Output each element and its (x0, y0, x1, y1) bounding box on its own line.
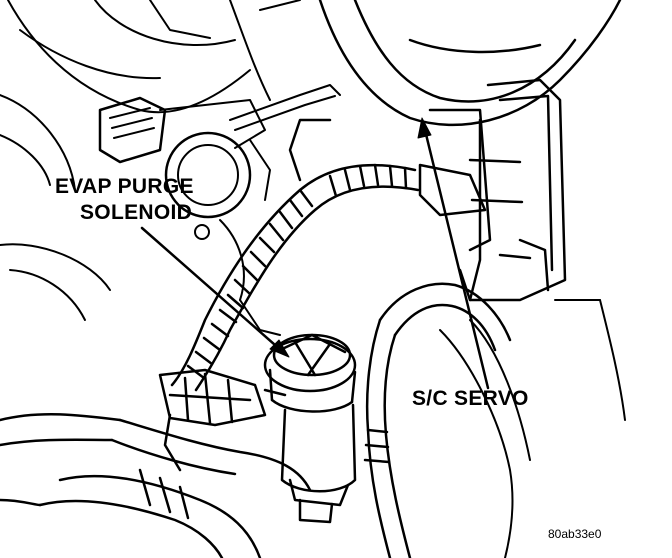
vacuum-hoses (0, 282, 512, 558)
lower-right-components (239, 299, 626, 558)
upper-left-engine-components (0, 0, 341, 321)
leader-lines (140, 124, 490, 390)
servo-leader-line (422, 124, 490, 390)
wiring-harness (170, 118, 487, 392)
evap-leader-arrowhead (269, 339, 290, 358)
figure-code: 80ab33e0 (548, 527, 602, 541)
evap-purge-solenoid-label: EVAP PURGE (55, 175, 194, 198)
harness-connector (158, 368, 287, 427)
sc-servo-label: S/C SERVO (412, 387, 529, 410)
evap-leader-line (140, 226, 285, 354)
servo-housing (318, 0, 622, 302)
evap-purge-solenoid-label-line-2: SOLENOID (80, 201, 193, 224)
evap-purge-solenoid-body (263, 333, 357, 524)
servo-leader-arrowhead (417, 117, 432, 139)
